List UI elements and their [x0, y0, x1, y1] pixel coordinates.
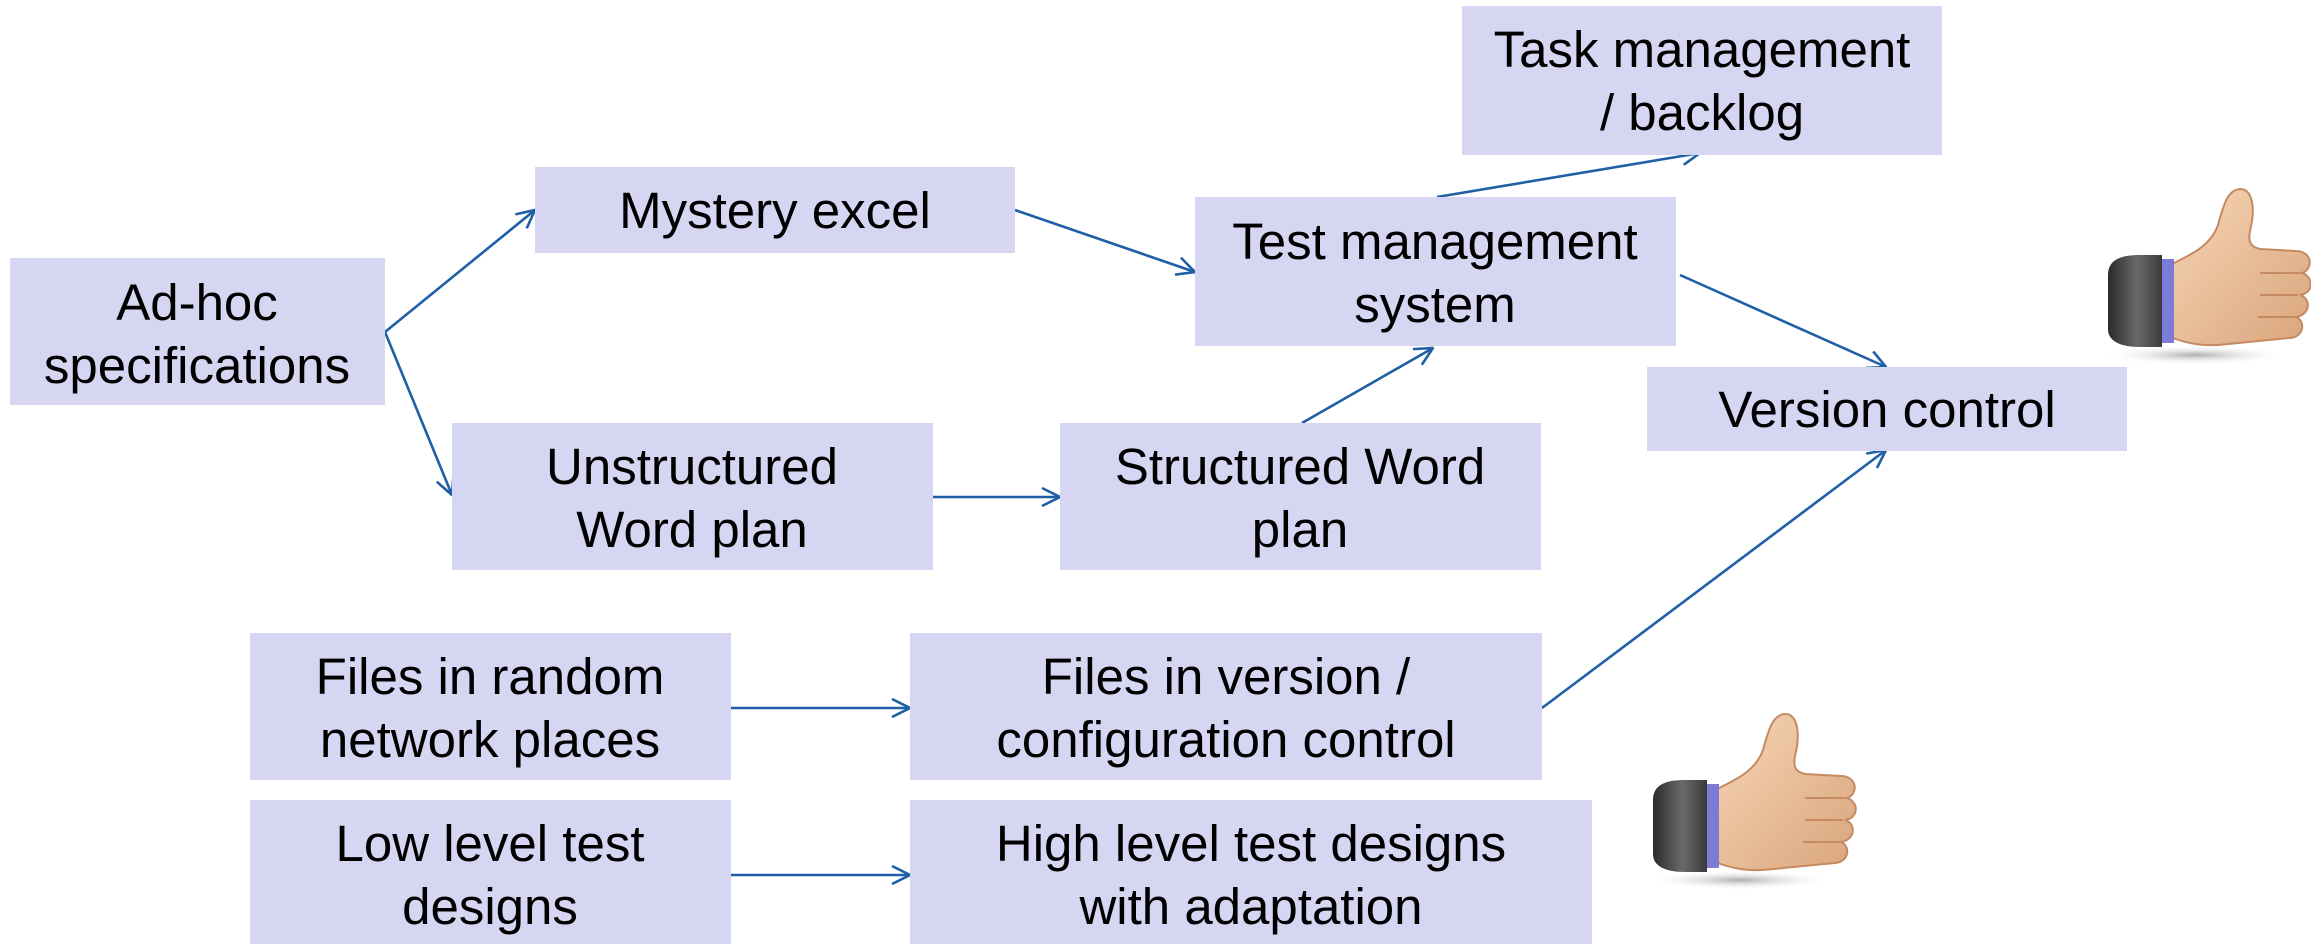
node-structured-line-2: plan — [1252, 501, 1348, 558]
node-files-random-line-2: network places — [320, 711, 660, 768]
node-unstructured-word-plan: Unstructured Word plan — [452, 423, 933, 570]
node-version-control: Version control — [1647, 367, 2127, 451]
node-files-vc-line-2: configuration control — [996, 711, 1455, 768]
node-structured-word-plan: Structured Word plan — [1060, 423, 1541, 570]
node-tms-line-1: Test management — [1232, 213, 1637, 270]
node-unstructured-line-2: Word plan — [576, 501, 808, 558]
node-adhoc-specifications: Ad-hoc specifications — [10, 258, 385, 405]
node-task-line-2: / backlog — [1600, 84, 1804, 141]
node-task-line-1: Task management — [1494, 21, 1911, 78]
node-mystery-excel: Mystery excel — [535, 167, 1015, 253]
node-test-management-system: Test management system — [1195, 197, 1676, 346]
node-high-level-test-designs: High level test designs with adaptation — [910, 800, 1592, 944]
thumbs-up-icon — [2099, 188, 2311, 366]
arrow-tms-to-task — [1436, 153, 1700, 199]
arrow-tms-to-vc — [1679, 273, 1886, 367]
node-high-level-line-2: with adaptation — [1078, 878, 1422, 935]
node-vc-line-1: Version control — [1718, 381, 2055, 438]
node-files-random-network-places: Files in random network places — [250, 633, 731, 780]
node-mystery-line-1: Mystery excel — [619, 182, 931, 239]
node-files-random-line-1: Files in random — [316, 648, 665, 705]
node-low-level-line-2: designs — [402, 878, 578, 935]
node-low-level-test-designs: Low level test designs — [250, 800, 731, 944]
thumbs-up-icon — [1644, 713, 1857, 891]
node-adhoc-line-2: specifications — [44, 337, 350, 394]
node-files-vc-line-1: Files in version / — [1042, 648, 1411, 705]
node-tms-line-2: system — [1354, 276, 1516, 333]
node-structured-line-1: Structured Word — [1115, 438, 1485, 495]
node-low-level-line-1: Low level test — [336, 815, 645, 872]
node-task-management-backlog: Task management / backlog — [1462, 6, 1942, 155]
node-high-level-line-1: High level test designs — [996, 815, 1506, 872]
node-files-version-control: Files in version / configuration control — [910, 633, 1542, 780]
arrow-files-vc-to-vc — [1541, 450, 1886, 710]
arrow-mystery-to-tms — [1014, 208, 1195, 272]
node-unstructured-line-1: Unstructured — [546, 438, 838, 495]
arrow-adhoc-to-unstructured — [383, 331, 452, 495]
arrow-structured-to-tms — [1301, 348, 1433, 425]
arrow-adhoc-to-mystery — [384, 210, 535, 334]
node-adhoc-line-1: Ad-hoc — [116, 274, 278, 331]
